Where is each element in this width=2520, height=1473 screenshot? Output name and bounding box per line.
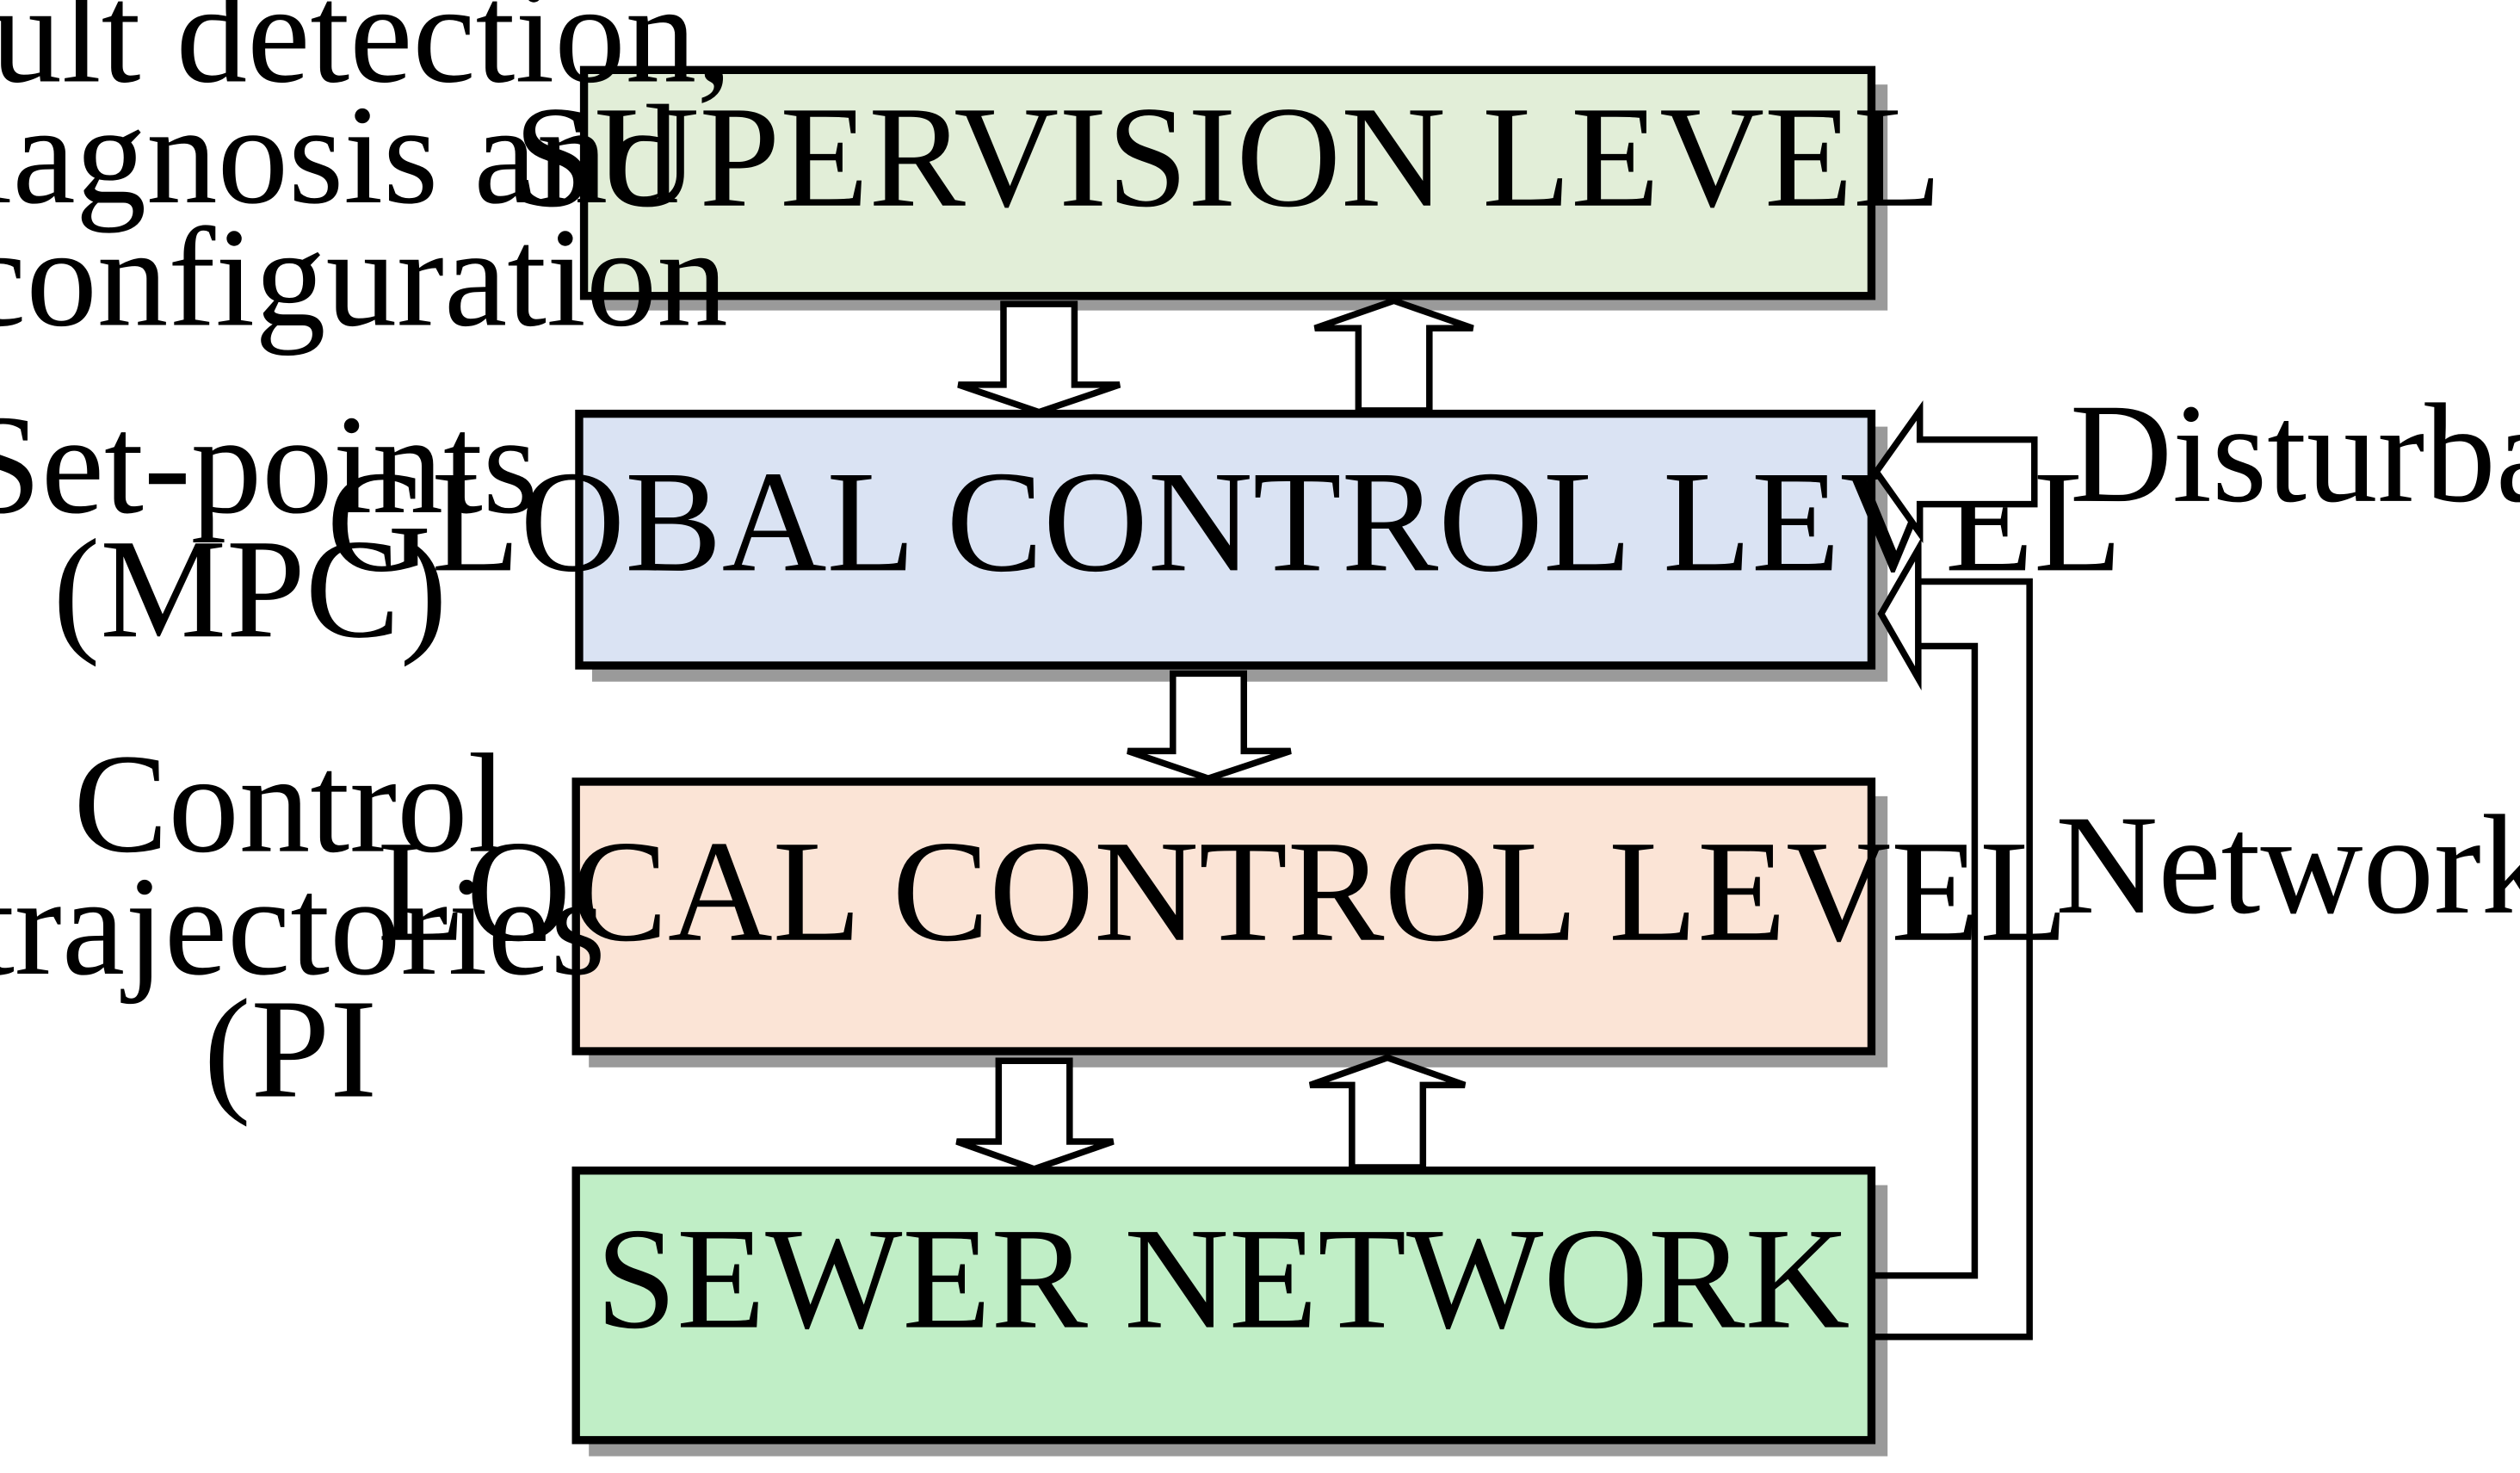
supervision-level-box bbox=[579, 65, 1876, 300]
global-control-level-label: GLOBAL CONTROL LEVEL bbox=[327, 442, 2122, 602]
supervision-level-block: SUPERVISION LEVEL bbox=[514, 65, 1942, 311]
supervision-level-label: SUPERVISION LEVEL bbox=[514, 77, 1942, 238]
global-to-supervision-arrow bbox=[1313, 297, 1474, 414]
local-side-label-line-1: Control bbox=[73, 725, 507, 882]
supervision-side-label-line-1: Fault detection, bbox=[0, 0, 732, 112]
local-control-level-label: LOCAL CONTROL LEVEL bbox=[378, 812, 2069, 972]
global-side-label: Set-points (MPC) bbox=[0, 386, 538, 667]
supervision-to-global-arrow bbox=[957, 300, 1121, 416]
sewer-to-local-arrow bbox=[1308, 1054, 1467, 1171]
global-control-level-box bbox=[575, 409, 1876, 670]
local-control-level-box bbox=[571, 777, 1876, 1055]
network-feedback-outer-line bbox=[1871, 578, 2033, 1340]
local-side-label-line-3: (PI bbox=[204, 970, 378, 1128]
global-side-label-line-1: Set-points bbox=[0, 386, 538, 543]
network-feedback-inner-line bbox=[1871, 642, 1979, 1279]
network-label: Network bbox=[2055, 786, 2520, 944]
local-control-level-block: LOCAL CONTROL LEVEL bbox=[378, 777, 2069, 1068]
sewer-network-box bbox=[571, 1167, 1876, 1445]
global-side-label-line-2: (MPC) bbox=[52, 510, 447, 667]
disturbances-label: Disturbances bbox=[2070, 374, 2520, 532]
disturbances-arrow bbox=[1872, 400, 2038, 544]
local-side-label-line-2: trajectories bbox=[0, 847, 606, 1005]
sewer-network-label: SEWER NETWORK bbox=[596, 1199, 1850, 1359]
sewer-network-block: SEWER NETWORK bbox=[571, 1167, 1888, 1457]
local-to-sewer-arrow bbox=[955, 1057, 1115, 1173]
supervision-side-label-line-3: reconfiguration bbox=[0, 198, 728, 356]
network-feedback-arrowhead bbox=[1877, 537, 1922, 691]
global-control-level-block: GLOBAL CONTROL LEVEL bbox=[327, 409, 2122, 682]
supervision-side-label-line-2: diagnosis and bbox=[0, 76, 679, 233]
supervision-side-label: Fault detection, diagnosis and reconfigu… bbox=[0, 0, 732, 356]
local-side-label: Control trajectories (PI bbox=[0, 725, 606, 1128]
global-to-local-arrow bbox=[1127, 670, 1292, 783]
